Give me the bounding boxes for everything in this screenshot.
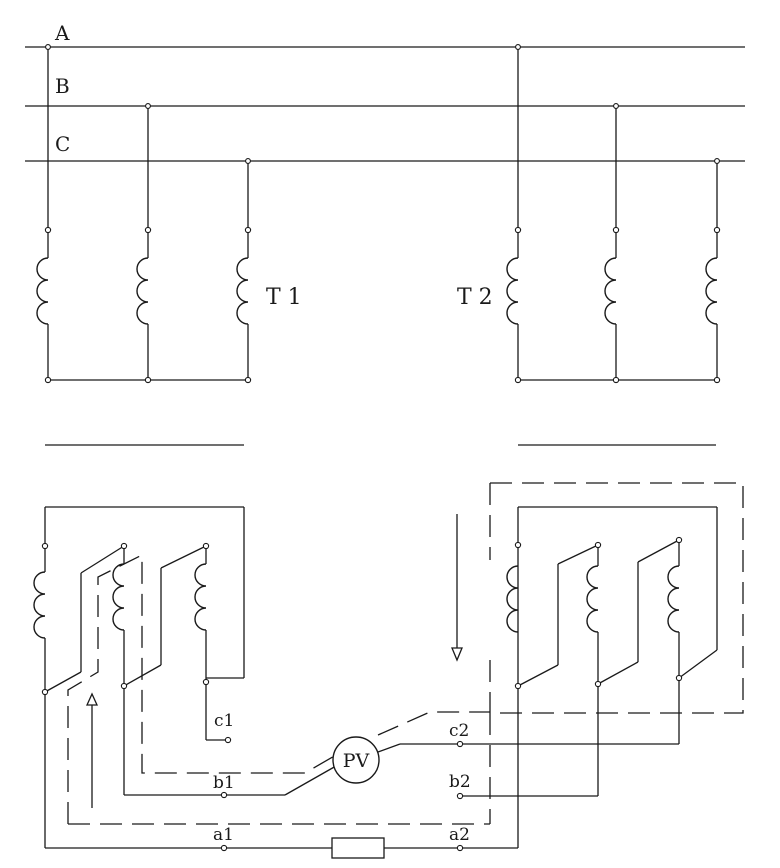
t2-primary-windings — [506, 44, 721, 384]
t1-secondary-windings — [33, 506, 518, 852]
dashed-current-paths — [67, 482, 744, 825]
terminal-label-b1: b1 — [213, 773, 235, 793]
resistor — [331, 837, 385, 859]
t1-primary-windings — [36, 44, 252, 384]
bus-lines — [25, 46, 745, 162]
terminal-label-c2: c2 — [449, 721, 469, 741]
voltmeter-label: PV — [343, 750, 370, 772]
phase-label-b: B — [55, 74, 70, 98]
terminal-label-a1: a1 — [213, 825, 234, 845]
phase-label-a: A — [54, 21, 70, 45]
transformer-label-t1: T 1 — [266, 285, 302, 310]
transformer-label-t2: T 2 — [457, 285, 493, 310]
terminal-label-b2: b2 — [449, 772, 471, 792]
voltmeter: PV — [332, 736, 380, 784]
voltmeter-circle — [332, 736, 380, 784]
t2-secondary-windings — [377, 506, 718, 852]
phase-label-c: C — [55, 132, 70, 156]
current-direction-arrows — [85, 514, 463, 808]
terminal-label-a2: a2 — [449, 825, 470, 845]
terminal-label-c1: c1 — [214, 711, 234, 731]
